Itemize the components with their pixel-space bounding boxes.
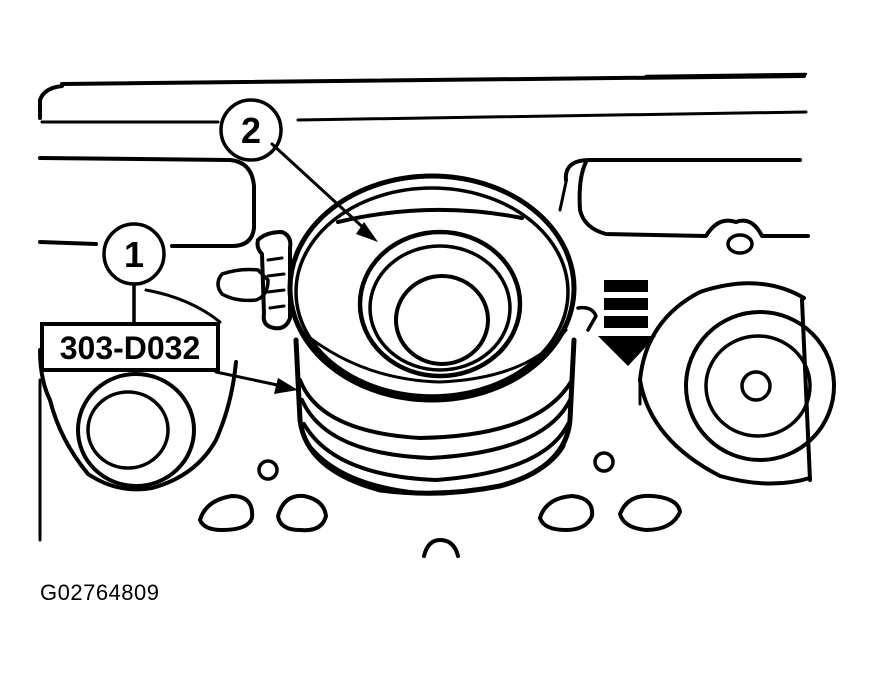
callout-1-label: 1 bbox=[124, 234, 144, 275]
retaining-bolt bbox=[255, 230, 293, 331]
engine-cover-outline bbox=[38, 72, 812, 558]
shaft-bore-right bbox=[684, 310, 836, 462]
callout-2-label: 2 bbox=[241, 110, 261, 151]
figure-id: G02764809 bbox=[40, 580, 160, 605]
tool-label: 303-D032 bbox=[60, 330, 201, 366]
tool-label-box: 303-D032 bbox=[40, 322, 220, 372]
crankshaft-hole-left bbox=[76, 372, 196, 488]
seal-installer-tool bbox=[287, 173, 577, 496]
direction-arrow bbox=[576, 280, 656, 366]
callout-1: 1 bbox=[102, 222, 166, 286]
leader-lines bbox=[132, 142, 378, 394]
callout-2: 2 bbox=[219, 98, 283, 162]
